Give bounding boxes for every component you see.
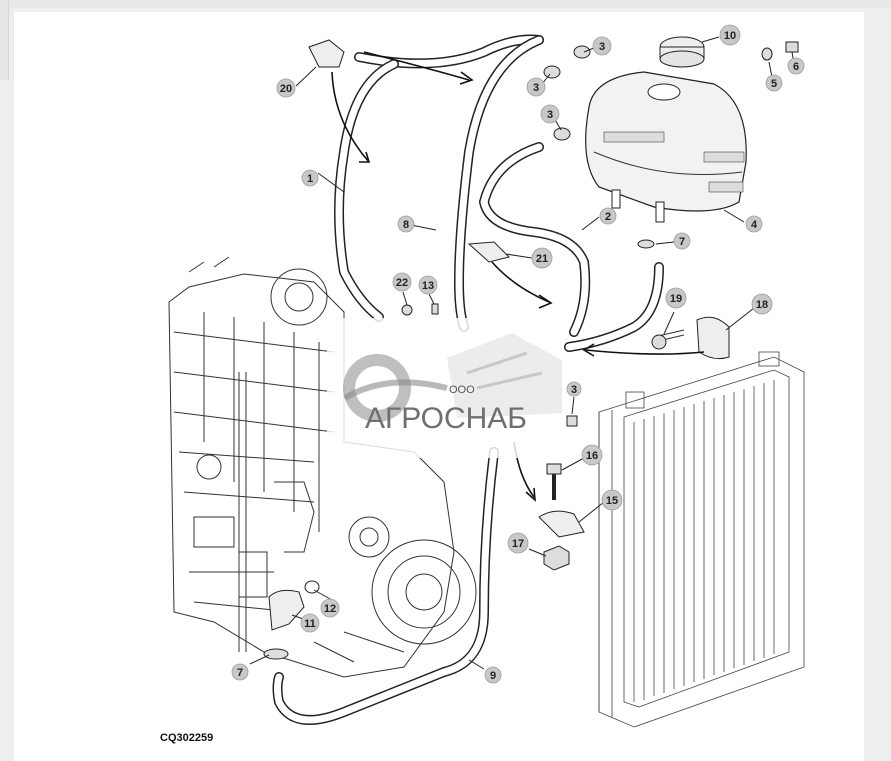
svg-text:16: 16 <box>586 450 598 462</box>
svg-text:3: 3 <box>599 41 605 53</box>
expansion-tank <box>585 71 747 223</box>
svg-text:12: 12 <box>324 603 336 615</box>
leader-lines <box>249 36 795 670</box>
watermark: ООО АГРОСНАБ <box>327 318 562 458</box>
callout: 1 <box>301 169 319 187</box>
callouts: 20 3 3 3 10 5 6 1 8 2 21 4 7 22 13 19 18… <box>231 24 805 684</box>
svg-text:5: 5 <box>771 78 777 90</box>
watermark-prefix: ООО <box>449 384 475 396</box>
callout: 8 <box>397 215 415 233</box>
callout: 19 <box>665 287 687 309</box>
svg-text:17: 17 <box>512 538 524 550</box>
svg-text:3: 3 <box>533 82 539 94</box>
svg-text:13: 13 <box>422 280 434 292</box>
callout: 2 <box>599 207 617 225</box>
callout: 3 <box>592 36 612 56</box>
callout: 4 <box>745 215 763 233</box>
svg-text:21: 21 <box>536 253 548 265</box>
radiator <box>598 351 805 728</box>
svg-text:15: 15 <box>606 495 618 507</box>
callout: 15 <box>601 489 623 511</box>
callout: 22 <box>392 272 412 292</box>
svg-text:3: 3 <box>571 384 577 396</box>
svg-text:2: 2 <box>605 211 611 223</box>
svg-text:4: 4 <box>751 219 758 231</box>
hoses <box>272 34 664 725</box>
callout: 17 <box>507 532 529 554</box>
top-bar <box>0 0 891 8</box>
callout: 3 <box>526 77 546 97</box>
callout: 3 <box>540 104 560 124</box>
callout: 12 <box>320 598 340 618</box>
svg-text:7: 7 <box>679 236 685 248</box>
callout: 18 <box>751 293 773 315</box>
small-parts <box>263 39 799 660</box>
tank-cap <box>659 36 705 68</box>
svg-text:20: 20 <box>280 83 292 95</box>
svg-text:18: 18 <box>756 299 768 311</box>
callout: 20 <box>276 78 296 98</box>
svg-text:6: 6 <box>793 61 799 73</box>
svg-text:22: 22 <box>396 277 408 289</box>
watermark-logo <box>343 333 562 422</box>
svg-text:9: 9 <box>490 670 496 682</box>
callout: 7 <box>673 232 691 250</box>
callout: 9 <box>484 666 502 684</box>
figure-id: CQ302259 <box>160 732 214 744</box>
diagram-panel: 20 3 3 3 10 5 6 1 8 2 21 4 7 22 13 19 18… <box>14 12 864 761</box>
callout: 11 <box>300 613 320 633</box>
engine-block <box>168 256 477 678</box>
callout: 6 <box>787 57 805 75</box>
svg-text:19: 19 <box>670 293 682 305</box>
callout: 10 <box>719 24 741 46</box>
callout: 16 <box>581 444 603 466</box>
svg-text:7: 7 <box>237 667 243 679</box>
svg-text:11: 11 <box>304 618 316 630</box>
svg-text:10: 10 <box>724 30 736 42</box>
watermark-name: АГРОСНАБ <box>365 402 527 435</box>
exploded-diagram: 20 3 3 3 10 5 6 1 8 2 21 4 7 22 13 19 18… <box>168 24 805 728</box>
svg-text:3: 3 <box>547 109 553 121</box>
svg-text:1: 1 <box>307 173 313 185</box>
callout: 7 <box>231 663 249 681</box>
callout: 3 <box>566 381 582 397</box>
svg-text:8: 8 <box>403 219 409 231</box>
callout: 21 <box>531 247 553 269</box>
callout: 5 <box>765 74 783 92</box>
callout: 13 <box>418 275 438 295</box>
left-edge-bar <box>0 0 9 80</box>
